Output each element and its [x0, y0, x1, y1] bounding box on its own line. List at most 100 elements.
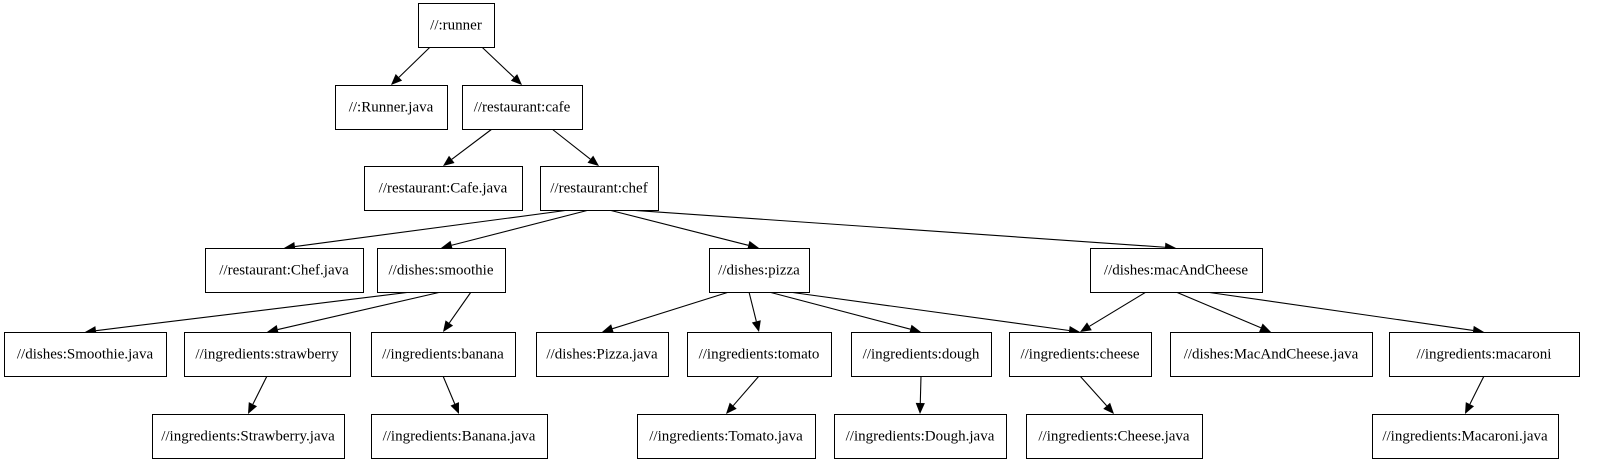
node-box	[377, 248, 506, 293]
graph-edge-arrowhead	[450, 402, 459, 414]
node-box	[364, 166, 523, 211]
node-label: //ingredients:Banana.java	[383, 428, 536, 444]
node-layer: //:runner //:Runner.java //restaurant:cafe…	[4, 3, 1580, 459]
graph-edge-arrowhead	[602, 324, 614, 334]
node-box	[1389, 332, 1580, 377]
graph-node-ing_dough[interactable]: //ingredients:dough	[851, 332, 992, 377]
node-box	[152, 414, 345, 459]
node-box	[1090, 248, 1263, 293]
node-label: //ingredients:banana	[382, 346, 504, 362]
graph-node-restaurant_chef[interactable]: //restaurant:chef	[540, 166, 659, 211]
graph-edge	[748, 291, 757, 322]
graph-node-dishes_mac[interactable]: //dishes:macAndCheese	[1090, 248, 1263, 293]
graph-edge-arrowhead	[909, 324, 921, 334]
graph-node-ing_banana[interactable]: //ingredients:banana	[371, 332, 516, 377]
graph-node-restaurant_cafe[interactable]: //restaurant:cafe	[462, 85, 583, 130]
node-box	[1026, 414, 1203, 459]
graph-node-mac_java[interactable]: //dishes:MacAndCheese.java	[1170, 332, 1373, 377]
node-label: //ingredients:tomato	[699, 346, 820, 362]
graph-edge-arrowhead	[726, 402, 737, 414]
graph-edge	[1089, 291, 1147, 327]
node-label: //dishes:MacAndCheese.java	[1184, 346, 1359, 362]
node-box	[536, 332, 669, 377]
node-label: //restaurant:Cafe.java	[379, 180, 508, 196]
node-box	[687, 332, 832, 377]
node-box	[1170, 332, 1373, 377]
graph-edge	[448, 291, 472, 324]
node-box	[371, 332, 516, 377]
node-label: //dishes:pizza	[718, 262, 800, 278]
node-label: //dishes:smoothie	[389, 262, 494, 278]
graph-edge	[398, 46, 431, 78]
graph-edge-arrowhead	[1465, 402, 1475, 414]
graph-edge-arrowhead	[1080, 322, 1092, 332]
node-label: //ingredients:Macaroni.java	[1382, 428, 1548, 444]
node-box	[418, 3, 495, 48]
graph-edge	[442, 375, 456, 405]
graph-edge	[252, 375, 268, 405]
graph-node-dishes_smoothie[interactable]: //dishes:smoothie	[377, 248, 506, 293]
node-label: //ingredients:Strawberry.java	[161, 428, 335, 444]
graph-edge	[277, 291, 442, 331]
graph-edge	[294, 209, 570, 248]
graph-node-ing_tomato[interactable]: //ingredients:tomato	[687, 332, 832, 377]
graph-node-runner_java[interactable]: //:Runner.java	[335, 85, 448, 130]
graph-edge	[768, 291, 911, 330]
node-box	[4, 332, 167, 377]
graph-node-banana_java[interactable]: //ingredients:Banana.java	[371, 414, 548, 459]
node-box	[462, 85, 583, 130]
node-box	[637, 414, 816, 459]
graph-node-ing_strawberry[interactable]: //ingredients:strawberry	[184, 332, 351, 377]
graph-edge	[1175, 291, 1262, 329]
graph-edge-arrowhead	[1259, 323, 1271, 332]
node-box	[371, 414, 548, 459]
graph-node-dough_java[interactable]: //ingredients:Dough.java	[834, 414, 1007, 459]
graph-node-cheese_java[interactable]: //ingredients:Cheese.java	[1026, 414, 1203, 459]
graph-edge	[788, 291, 1070, 332]
node-label: //ingredients:Cheese.java	[1038, 428, 1190, 444]
node-label: //ingredients:Dough.java	[846, 428, 995, 444]
graph-edge-arrowhead	[1103, 402, 1114, 414]
graph-node-smoothie_java[interactable]: //dishes:Smoothie.java	[4, 332, 167, 377]
graph-node-strawberry_java[interactable]: //ingredients:Strawberry.java	[152, 414, 345, 459]
graph-node-tomato_java[interactable]: //ingredients:Tomato.java	[637, 414, 816, 459]
graph-edge	[1469, 375, 1485, 405]
node-label: //:Runner.java	[349, 99, 434, 115]
node-label: //restaurant:cafe	[474, 99, 571, 115]
graph-node-ing_macaroni[interactable]: //ingredients:macaroni	[1389, 332, 1580, 377]
graph-node-macaroni_java[interactable]: //ingredients:Macaroni.java	[1372, 414, 1559, 459]
node-label: //restaurant:chef	[550, 180, 647, 196]
node-label: //ingredients:dough	[863, 346, 980, 362]
graph-edge	[1205, 291, 1474, 331]
graph-edge	[628, 209, 1166, 248]
graph-node-cafe_java[interactable]: //restaurant:Cafe.java	[364, 166, 523, 211]
graph-edge-arrowhead	[747, 240, 759, 250]
node-label: //:runner	[430, 17, 482, 33]
node-box	[1009, 332, 1152, 377]
graph-edge-arrowhead	[391, 74, 403, 85]
node-box	[851, 332, 992, 377]
graph-node-dishes_pizza[interactable]: //dishes:pizza	[709, 248, 810, 293]
node-label: //ingredients:cheese	[1020, 346, 1139, 362]
graph-edge-arrowhead	[248, 402, 258, 414]
node-label: //dishes:Smoothie.java	[17, 346, 154, 362]
node-box	[205, 248, 364, 293]
graph-edge	[481, 46, 515, 78]
node-label: //dishes:macAndCheese	[1104, 262, 1248, 278]
graph-node-runner[interactable]: //:runner	[418, 3, 495, 48]
graph-node-chef_java[interactable]: //restaurant:Chef.java	[205, 248, 364, 293]
graph-edge-arrowhead	[510, 74, 522, 85]
graph-edge-arrowhead	[441, 240, 453, 250]
graph-edge	[95, 291, 412, 332]
graph-node-ing_cheese[interactable]: //ingredients:cheese	[1009, 332, 1152, 377]
graph-edge-arrowhead	[751, 320, 761, 332]
graph-edge-arrowhead	[443, 155, 455, 166]
node-label: //ingredients:macaroni	[1417, 346, 1552, 362]
graph-node-pizza_java[interactable]: //dishes:Pizza.java	[536, 332, 669, 377]
node-label: //restaurant:Chef.java	[219, 262, 349, 278]
node-box	[709, 248, 810, 293]
node-label: //ingredients:Tomato.java	[649, 428, 803, 444]
node-box	[184, 332, 351, 377]
